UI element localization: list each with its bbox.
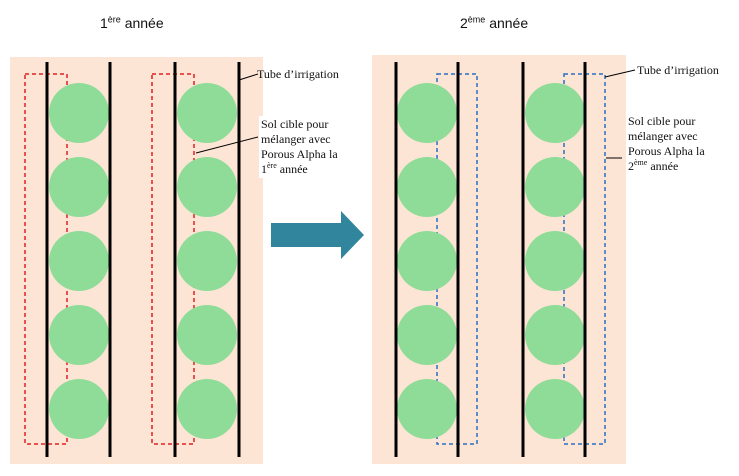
year-1-title: 1ère année xyxy=(100,15,164,31)
soil-label-year-2-word: année xyxy=(650,159,679,173)
soil-label-year-2-suffix: ème xyxy=(634,158,648,167)
plant xyxy=(397,231,457,291)
transition-arrow xyxy=(271,211,364,259)
plant xyxy=(525,231,585,291)
plant xyxy=(49,157,109,217)
plant xyxy=(525,379,585,439)
plant xyxy=(525,305,585,365)
soil-label-year-1-word: année xyxy=(279,162,308,176)
plant xyxy=(177,157,237,217)
plant-row-year-2-right xyxy=(525,83,585,439)
plant xyxy=(49,379,109,439)
tube-callout-year-1: Tube d’irrigation xyxy=(257,67,339,82)
plant xyxy=(177,83,237,143)
year-1-title-suffix: ère xyxy=(107,14,121,25)
soil-label-year-1-suffix: ère xyxy=(267,161,277,170)
plant xyxy=(397,379,457,439)
tube-callout-year-2: Tube d’irrigation xyxy=(637,63,719,78)
soil-label-year-1-line-2: mélanger avec xyxy=(261,132,331,146)
year-2-title-number: 2 xyxy=(460,15,468,31)
plant xyxy=(177,231,237,291)
leader-line-tube-year-1 xyxy=(238,73,259,81)
year-2-title-suffix: ème xyxy=(467,14,486,25)
plant-row-year-2-left xyxy=(397,83,457,439)
soil-label-year-2-number: 2 xyxy=(628,159,634,173)
soil-label-year-2-line-1: Sol cible pour xyxy=(628,114,696,128)
soil-label-year-1-line-4: 1ère année xyxy=(261,162,338,177)
soil-label-year-2-line-2: mélanger avec xyxy=(628,129,698,143)
plant xyxy=(397,83,457,143)
field-year-1 xyxy=(10,57,263,464)
tube-label-year-2: Tube d’irrigation xyxy=(637,63,719,77)
plant xyxy=(49,231,109,291)
soil-label-year-2-line-3: Porous Alpha la xyxy=(628,144,705,158)
soil-label-year-1-line-3: Porous Alpha la xyxy=(261,147,338,161)
soil-callout-year-1: Sol cible pour mélanger avec Porous Alph… xyxy=(259,116,340,178)
year-1-title-number: 1 xyxy=(100,15,108,31)
soil-label-year-2-line-4: 2ème année xyxy=(628,159,705,174)
year-2-title-word: année xyxy=(489,15,529,31)
plant xyxy=(49,83,109,143)
leader-line-soil-year-1 xyxy=(195,136,259,154)
year-1-title-word: année xyxy=(124,15,164,31)
plant xyxy=(177,305,237,365)
plant xyxy=(525,157,585,217)
tube-label-year-1: Tube d’irrigation xyxy=(257,67,339,81)
plant xyxy=(397,157,457,217)
plant xyxy=(525,83,585,143)
soil-callout-year-2: Sol cible pour mélanger avec Porous Alph… xyxy=(626,113,707,175)
plant xyxy=(177,379,237,439)
plant-row-year-1-left xyxy=(49,83,109,439)
year-2-title: 2ème année xyxy=(460,15,528,31)
plant xyxy=(49,305,109,365)
plant xyxy=(397,305,457,365)
field-year-2 xyxy=(372,55,626,464)
leader-line-tube-year-2 xyxy=(604,69,636,78)
soil-label-year-1-number: 1 xyxy=(261,162,267,176)
plant-row-year-1-right xyxy=(177,83,237,439)
soil-label-year-1-line-1: Sol cible pour xyxy=(261,117,329,131)
